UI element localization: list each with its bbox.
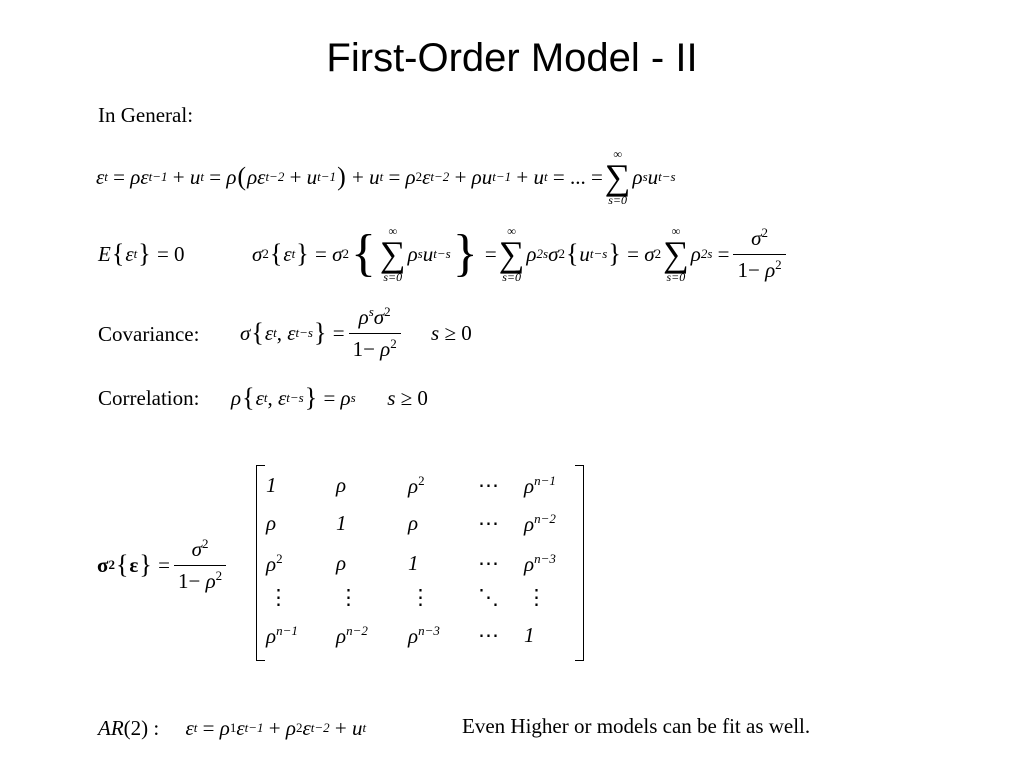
correlation-matrix: 1 ρ ρ2 ⋯ ρn−1 ρ 1 ρ ⋯ ρn−2 ρ2 ρ 1 ⋯ ρn−3… [256,465,584,661]
even-higher-text: Even Higher or models can be fit as well… [462,714,811,738]
matrix-cell: ⋮ [526,585,547,609]
matrix-cell: ρn−1 [266,623,298,648]
matrix-cell: ρn−3 [524,551,556,576]
matrix-cell: ⋯ [478,511,499,535]
slide-title: First-Order Model - II [326,36,698,80]
matrix-cell: ρ2 [408,473,425,498]
correlation-label: Correlation: [98,386,200,410]
matrix-right-bracket [575,465,584,661]
covariance-label: Covariance: [98,322,200,346]
matrix-cell: ρ [266,511,277,535]
matrix-cell: ⋯ [478,551,499,575]
matrix-cell: ρ [336,473,347,497]
matrix-cell: 1 [408,551,419,575]
matrix-cell: ρ [408,511,419,535]
matrix-cell: ρn−3 [408,623,440,648]
matrix-cell: ρ [336,551,347,575]
matrix-cell: ⋯ [478,473,499,497]
matrix-cell: ρn−2 [524,511,556,536]
matrix-cell: 1 [266,473,277,497]
matrix-left-bracket [256,465,265,661]
matrix-cell: ⋮ [268,585,289,609]
matrix-cell: ⋱ [478,585,499,609]
matrix-cell: ⋮ [338,585,359,609]
matrix-cell: ρn−1 [524,473,556,498]
matrix-cell: 1 [336,511,347,535]
in-general-label: In General: [98,103,194,127]
matrix-cell: ⋯ [478,623,499,647]
matrix-cell: 1 [524,623,535,647]
matrix-cell: ⋮ [410,585,431,609]
matrix-cell: ρn−2 [336,623,368,648]
matrix-cell: ρ2 [266,551,283,576]
